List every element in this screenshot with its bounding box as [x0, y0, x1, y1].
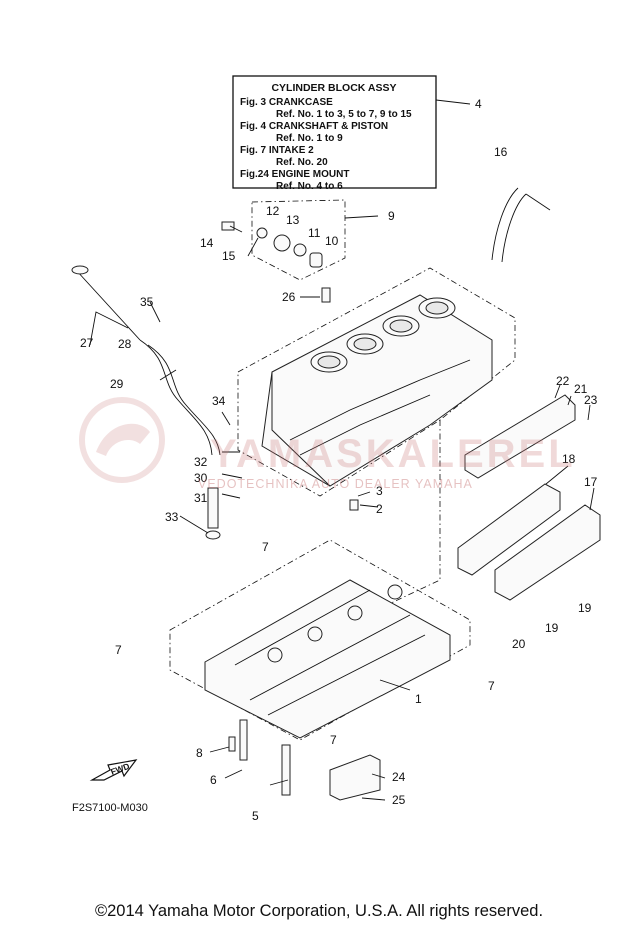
callout: 24 [392, 770, 406, 784]
callout: 25 [392, 793, 406, 807]
callout: 4 [475, 97, 482, 111]
callout: 28 [118, 337, 132, 351]
callout: 29 [110, 377, 124, 391]
drawing-code: F2S7100-M030 [72, 802, 148, 814]
callout: 19 [578, 601, 592, 615]
callout: 8 [196, 746, 203, 760]
callout: 26 [282, 290, 296, 304]
reference-line: Fig. 3 CRANKCASE [240, 97, 333, 108]
callout: 3 [376, 484, 383, 498]
callout: 7 [262, 540, 269, 554]
fwd-arrow-icon: FWD [89, 759, 138, 781]
fwd-label: FWD [109, 761, 131, 777]
callout: 21 [574, 382, 588, 396]
callout: 23 [584, 393, 598, 407]
cylinder-block [261, 294, 493, 487]
copyright-notice: ©2014 Yamaha Motor Corporation, U.S.A. A… [94, 902, 544, 920]
callout: 22 [556, 374, 570, 388]
watermark-emblem [79, 397, 165, 483]
callout: 6 [210, 773, 217, 787]
callout: 10 [325, 234, 339, 248]
reference-line: Ref. No. 1 to 9 [276, 133, 343, 144]
callout: 12 [266, 204, 280, 218]
callout: 7 [330, 733, 337, 747]
reference-line: Fig. 7 INTAKE 2 [240, 145, 314, 156]
reference-box-title: CYLINDER BLOCK ASSY [271, 82, 396, 94]
callout-numbers: 1 2 3 4 5 6 7 7 7 7 8 9 10 11 12 13 14 1… [80, 97, 598, 823]
callout: 30 [194, 471, 208, 485]
callout: 27 [80, 336, 94, 350]
reference-line: Fig.24 ENGINE MOUNT [240, 169, 349, 180]
leader-lines [89, 99, 595, 801]
callout: 18 [562, 452, 576, 466]
gasket-and-cover [457, 394, 601, 601]
watermark-text: YAMASKALEREL [210, 432, 576, 476]
callout: 20 [512, 637, 526, 651]
callout: 5 [252, 809, 259, 823]
callout: 33 [165, 510, 179, 524]
callout: 14 [200, 236, 214, 250]
crankcase [204, 579, 451, 739]
mount-parts [228, 719, 381, 801]
hose [491, 187, 527, 263]
reference-line: Ref. No. 20 [276, 157, 328, 168]
callout: 35 [140, 295, 154, 309]
callout: 9 [388, 209, 395, 223]
callout: 2 [376, 502, 383, 516]
callout: 17 [584, 475, 598, 489]
callout: 34 [212, 394, 226, 408]
callout: 32 [194, 455, 208, 469]
callout: 1 [415, 692, 422, 706]
reference-line: Ref. No. 1 to 3, 5 to 7, 9 to 15 [276, 109, 412, 120]
sensor-parts [221, 221, 359, 511]
watermark-subtext: VEDOTECHNIKA AUTO DEALER YAMAHA [198, 477, 473, 491]
callout: 11 [308, 226, 321, 240]
callout: 15 [222, 249, 236, 263]
reference-box: CYLINDER BLOCK ASSY Fig. 3 CRANKCASE Ref… [232, 75, 437, 192]
reference-line: Fig. 4 CRANKSHAFT & PISTON [240, 121, 388, 132]
callout: 31 [194, 491, 208, 505]
callout: 7 [115, 643, 122, 657]
dipstick-assembly [71, 265, 221, 540]
callout: 13 [286, 213, 300, 227]
reference-line: Ref. No. 4 to 6 [276, 181, 343, 192]
callout: 19 [545, 621, 559, 635]
callout: 16 [494, 145, 508, 159]
callout: 7 [488, 679, 495, 693]
